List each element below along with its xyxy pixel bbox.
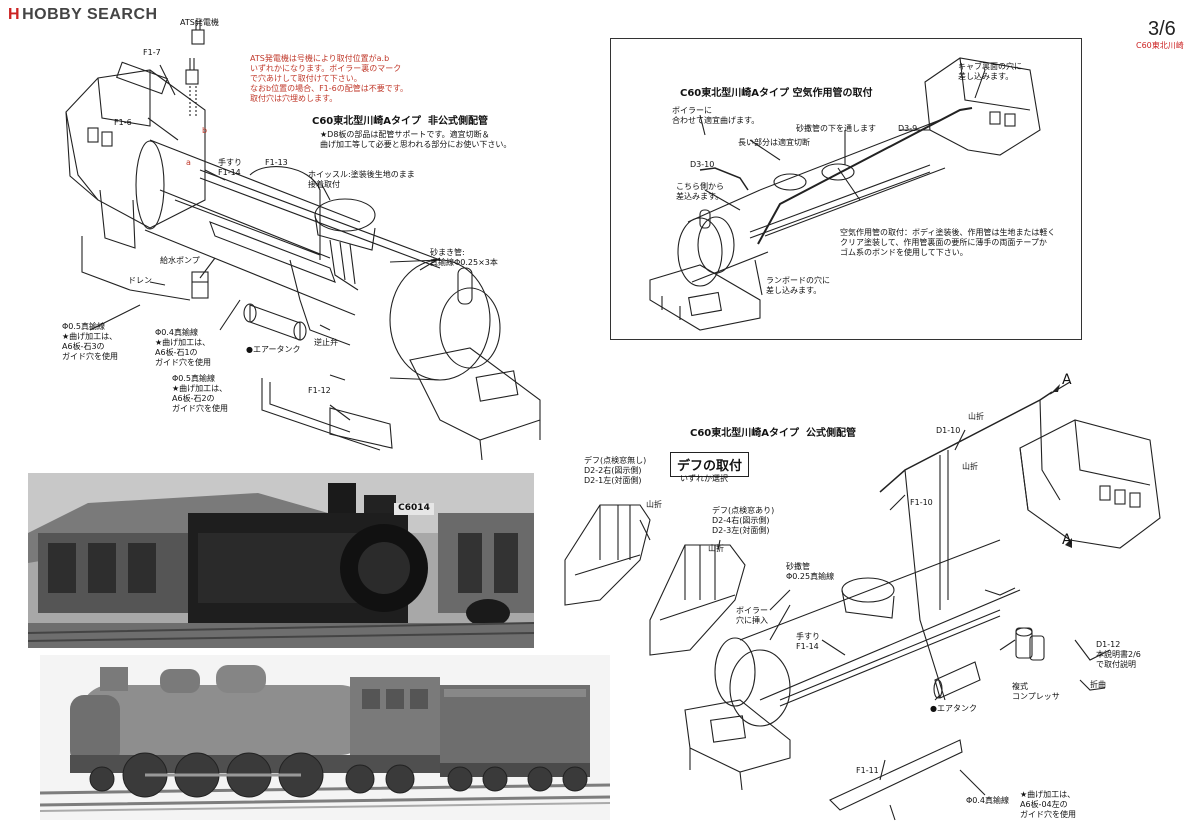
label-wire-04: Φ0.4真鍮線 ★曲げ加工は、 A6板-石1の ガイド穴を使用 — [155, 328, 211, 367]
hobby-search-logo: H HOBBY SEARCH — [8, 6, 158, 24]
deflector-box: デフの取付 — [670, 452, 750, 477]
label-drain: ドレン — [128, 276, 152, 285]
label-f1-13: F1-13 — [265, 158, 288, 167]
label-f1-10: F1-10 — [910, 498, 933, 507]
arrow-markers — [1052, 384, 1072, 548]
label-d3-10: D3-10 — [690, 160, 715, 169]
top-right-air-pipe-diagram — [649, 57, 1041, 331]
logo-text: HOBBY SEARCH — [22, 6, 158, 23]
label-runboard: ランボードの穴に 差し込みます。 — [766, 276, 830, 295]
label-compressor: 複式 コンプレッサ — [1012, 682, 1060, 701]
label-d1-10: D1-10 — [936, 426, 961, 435]
label-deflector-window: デフ(点検窓あり) D2-4右(図示側) D2-3左(対面側) — [712, 506, 775, 535]
air-pipe-frame — [610, 38, 1082, 340]
top-right-title: C60東北型川崎Aタイプ 空気作用管の取付 — [680, 88, 873, 99]
model-locomotive-art — [40, 655, 610, 820]
label-air-tank: ●エアータンク — [246, 345, 301, 354]
label-long-part: 長い部分は適宜切断 — [738, 138, 810, 147]
label-wire-05-a: Φ0.5真鍮線 ★曲げ加工は、 A6板-石3の ガイド穴を使用 — [62, 322, 118, 361]
label-f1-11: F1-11 — [856, 766, 879, 775]
label-wire-04-br: Φ0.4真鍮線 — [966, 796, 1010, 805]
fold-label-3: 山折 — [646, 500, 662, 509]
label-air-tank-br: ●エアタンク — [930, 704, 977, 713]
label-sand-dome: 砂撒管の下を通します — [796, 124, 876, 133]
label-d1-12: D1-12 本説明書2/6 で取付説明 — [1096, 640, 1141, 669]
label-deflector-no-window: デフ(点検窓無し) D2-2右(図示側) D2-1左(対面側) — [584, 456, 647, 485]
label-f1-6: F1-6 — [114, 118, 132, 127]
label-insert-from: こちら側から 差込みます。 — [676, 182, 724, 201]
ats-note: ATS発電機は号機により取付位置がa.b いずれかになります。ボイラー裏のマーク… — [250, 54, 408, 103]
label-wire-04-note: ★曲げ加工は、 A6板-04左の ガイド穴を使用 — [1020, 790, 1076, 819]
bottom-right-title: C60東北型川崎Aタイプ 公式側配管 — [690, 428, 856, 439]
arrow-a-label-2: A — [1062, 532, 1072, 548]
label-wire-05-b: Φ0.5真鍮線 ★曲げ加工は、 A6板-石2の ガイド穴を使用 — [172, 374, 228, 413]
label-check-valve: 逆止弁 — [314, 338, 338, 347]
label-position-a: a — [186, 158, 191, 167]
ats-label: ATS発電機 — [180, 18, 219, 27]
label-f1-7: F1-7 — [143, 48, 161, 57]
label-sand-pipe-br: 砂撒管 Φ0.25真鍮線 — [786, 562, 835, 581]
bottom-right-locomotive-diagram — [564, 381, 1161, 821]
page-number: 3/6 — [1148, 18, 1176, 40]
label-handrail: 手すり F1-14 — [218, 158, 242, 177]
label-d3-9: D3-9 — [898, 124, 918, 133]
arrow-a-label: A — [1062, 372, 1072, 388]
label-air-pipe-note: 空気作用管の取付：ボディ塗装後、作用管は生地または軽く クリア塗装して、作用管裏… — [840, 228, 1056, 257]
label-boiler-bend: ボイラーに 合わせて適宜曲げます。 — [672, 106, 760, 125]
top-left-title-note: ★D8板の部品は配管サポートです。適宜切断＆ 曲げ加工等して必要と思われる部分に… — [320, 130, 512, 149]
label-f1-12: F1-12 — [308, 386, 331, 395]
locomotive-number-plate: C6014 — [398, 503, 430, 513]
top-left-locomotive-diagram — [65, 20, 541, 461]
label-cab-hole: キャブ裏面の穴に 差し込みます。 — [958, 62, 1022, 81]
label-position-b: b — [202, 126, 208, 135]
label-whistle: ホイッスル:塗装後生地のまま 接着取付 — [308, 170, 415, 189]
label-bend: 折曲 — [1090, 680, 1106, 689]
top-left-title: C60東北型川崎Aタイプ 非公式側配管 — [312, 116, 488, 127]
deflector-sub: いずれか選択 — [680, 474, 728, 483]
model-locomotive-photo — [40, 655, 610, 820]
fold-label-4: 山折 — [708, 544, 724, 553]
label-handrail-br: 手すり F1-14 — [796, 632, 820, 651]
label-feed-pump: 給水ポンプ — [160, 256, 200, 265]
label-sand-pipe: 砂まき管: 真鍮線Φ0.25×3本 — [430, 248, 498, 267]
logo-mark: H — [8, 6, 21, 23]
label-boiler-hole: ボイラー 穴に挿入 — [736, 606, 768, 625]
fold-label-2: 山折 — [962, 462, 978, 471]
page-subtitle: C60東北川崎 — [1136, 41, 1184, 50]
roundhouse-photo-art — [28, 473, 534, 648]
roundhouse-photo: C6014 — [28, 473, 534, 648]
fold-label-1: 山折 — [968, 412, 984, 421]
